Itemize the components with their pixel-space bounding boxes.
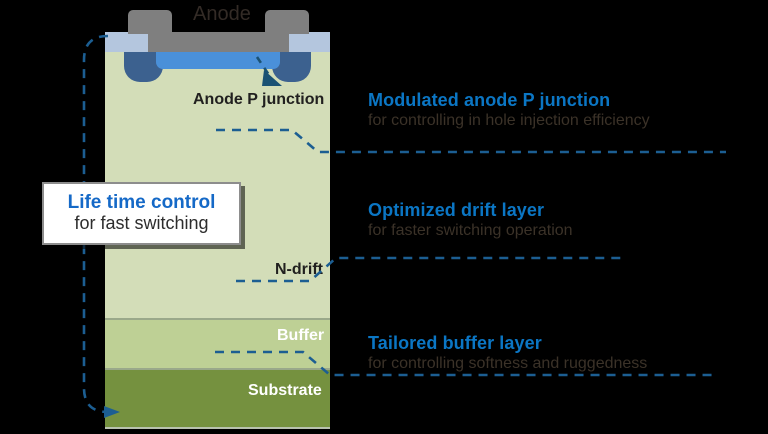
lifetime-control-subtext: for fast switching bbox=[74, 213, 209, 234]
anode-p-junction-label: Anode P junction bbox=[193, 91, 325, 108]
callout-tailored-buffer-layer: Tailored buffer layer for controlling so… bbox=[368, 333, 647, 373]
anode-metal-post-right bbox=[265, 10, 309, 34]
callout-modulated-anode-p-junction: Modulated anode P junction for controlli… bbox=[368, 90, 650, 130]
n-drift-label: N-drift bbox=[275, 261, 323, 278]
oxide-left bbox=[105, 32, 162, 52]
callout-2-subtext: for faster switching operation bbox=[368, 222, 573, 239]
substrate-label: Substrate bbox=[248, 382, 322, 399]
callout-1-subtext: for controlling in hole injection effici… bbox=[368, 112, 650, 129]
anode-title: Anode bbox=[193, 3, 251, 25]
callout-3-subtext: for controlling softness and ruggedness bbox=[368, 355, 648, 372]
buffer-label: Buffer bbox=[277, 327, 325, 344]
lifetime-control-box: Life time control for fast switching bbox=[42, 182, 241, 245]
callout-2-heading: Optimized drift layer bbox=[368, 200, 545, 220]
anode-p-junction-region bbox=[156, 52, 280, 69]
lifetime-control-heading: Life time control bbox=[67, 192, 216, 214]
anode-metal-post-left bbox=[128, 10, 172, 34]
anode-metal-bar bbox=[148, 32, 289, 52]
callout-3-heading: Tailored buffer layer bbox=[368, 333, 542, 353]
layer-substrate bbox=[105, 368, 330, 429]
callout-optimized-drift-layer: Optimized drift layer for faster switchi… bbox=[368, 200, 573, 240]
callout-1-heading: Modulated anode P junction bbox=[368, 90, 611, 110]
